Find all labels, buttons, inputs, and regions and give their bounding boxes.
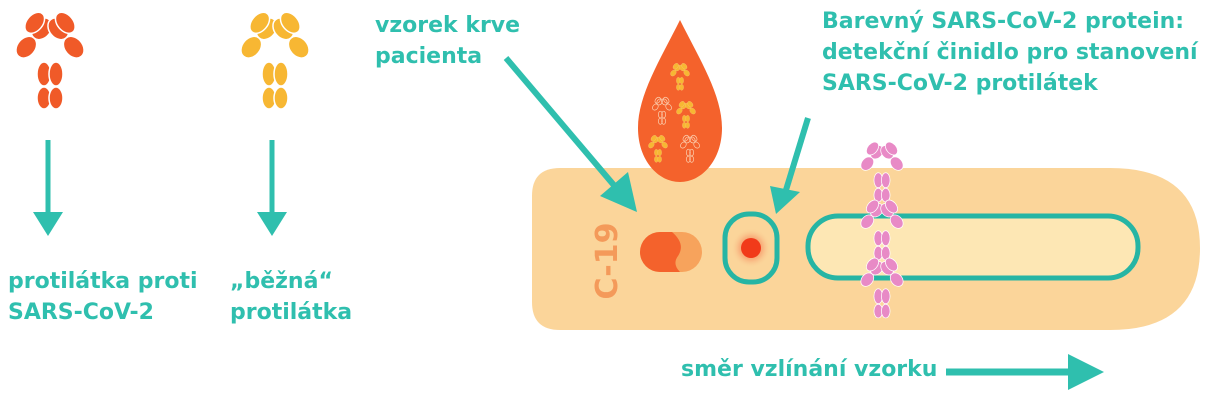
sars-antibody-arrow [33,140,63,236]
reagent-label-line: detekční činidlo pro stanovení [822,40,1198,65]
sars-antibody-label-line: SARS-CoV-2 [8,300,154,325]
test-line-window [805,213,1141,281]
strip-code-label: C-19 [590,222,625,300]
reagent-arrow [770,117,811,214]
reagent-pad [722,211,780,285]
common-antibody-arrow [257,140,287,236]
sample-pad [640,232,702,272]
common-antibody-icon [235,7,315,110]
reagent-label-line: SARS-CoV-2 protilátek [822,71,1098,96]
flow-direction-label: směr vzlínání vzorku [681,357,938,382]
sars-antibody-label-line: protilátka proti [8,269,198,294]
blood-sample-label-line: pacienta [375,44,483,69]
sars-antibody-label: protilátka proti SARS-CoV-2 [8,266,198,328]
reagent-label: Barevný SARS-CoV-2 protein: detekční čin… [822,6,1198,99]
reagent-label-line: Barevný SARS-CoV-2 protein: [822,9,1185,34]
common-antibody-label: „běžná“ protilátka [230,266,352,328]
sample-arrow [503,56,637,212]
common-antibody-label-line: protilátka [230,300,353,325]
blood-sample-label: vzorek krve pacienta [375,10,520,72]
flow-direction-arrow [946,354,1104,390]
common-antibody-label-line: „běžná“ [230,269,333,294]
sars-antibody-icon [10,7,90,110]
blood-sample-label-line: vzorek krve [375,13,521,38]
blood-drop-icon [638,20,722,182]
